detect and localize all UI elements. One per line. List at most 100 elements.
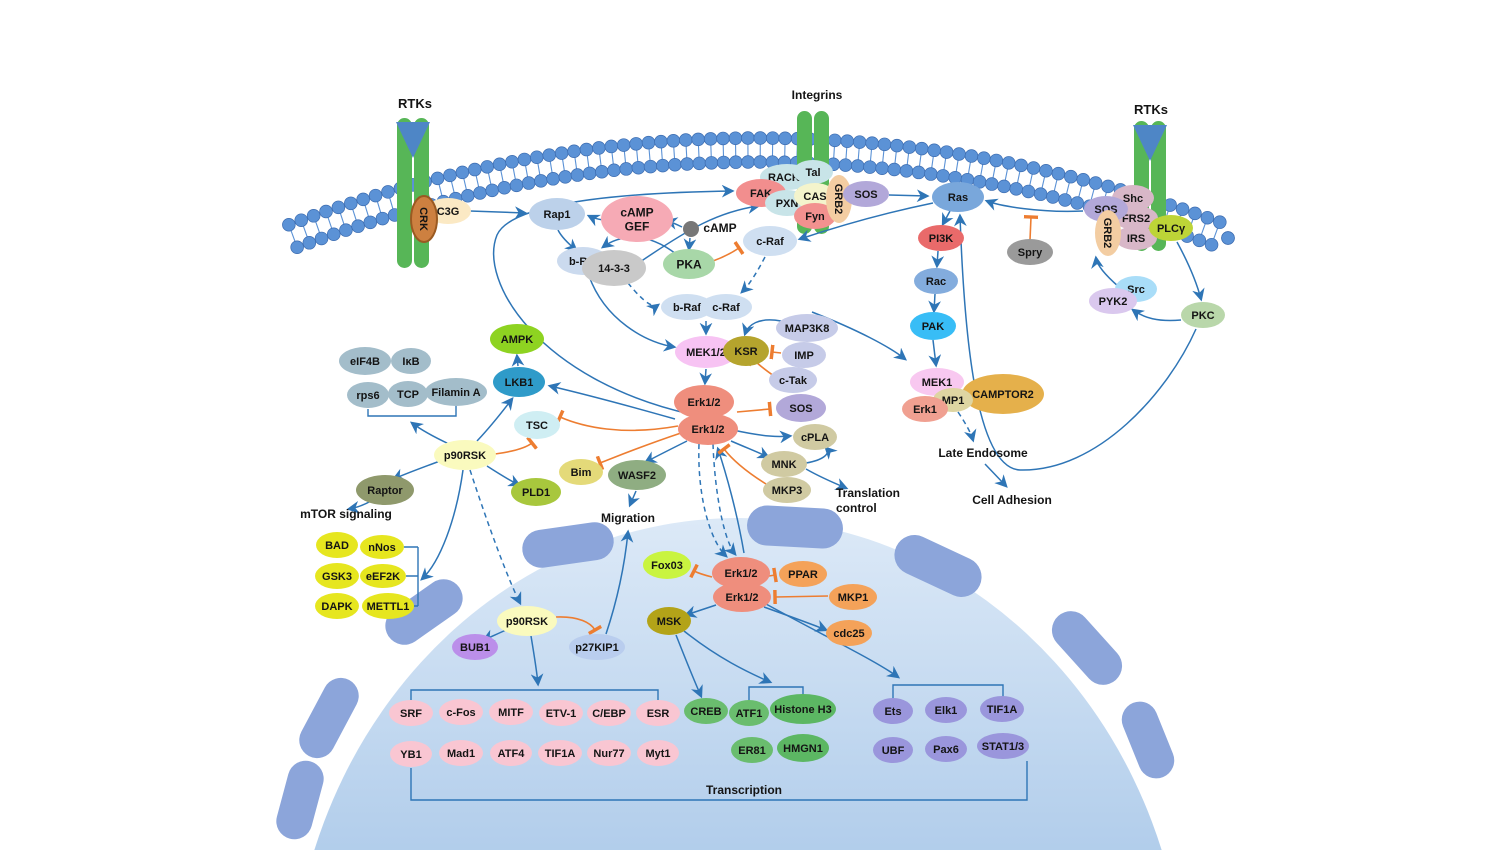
edge-11 (476, 396, 514, 442)
nucleus (276, 505, 1175, 850)
node-mek12: MEK1/2 (675, 336, 737, 368)
node-pax6: Pax6 (925, 736, 967, 762)
node-label-ksr: KSR (734, 346, 757, 358)
edge-59 (1023, 214, 1039, 241)
node-label-pax6: Pax6 (933, 744, 959, 756)
node-gsk3: GSK3 (315, 563, 359, 589)
node-erk12-nb: Erk1/2 (713, 582, 771, 612)
node-plcg: PLCγ (1149, 215, 1193, 241)
node-pld1: PLD1 (511, 478, 561, 506)
edge-72 (410, 761, 1028, 801)
edge-1 (586, 214, 604, 227)
node-label-cpla: cPLA (801, 432, 829, 444)
node-label-erk12-na: Erk1/2 (724, 568, 757, 580)
node-elk1: Elk1 (925, 697, 967, 723)
edge-9 (699, 368, 713, 386)
nuclear-pore-1 (747, 505, 843, 549)
edge-62 (768, 567, 778, 583)
node-label-ras: Ras (948, 192, 968, 204)
edge-58 (494, 436, 538, 455)
node-camptor2: CAMPTOR2 (962, 374, 1044, 414)
edge-53 (957, 411, 977, 443)
edge-18 (805, 468, 849, 490)
node-map3k8: MAP3K8 (776, 314, 838, 342)
node-label-frs2: FRS2 (1122, 213, 1150, 225)
text-mtor-signaling: mTOR signaling (300, 507, 392, 521)
node-esr: ESR (636, 700, 680, 726)
edge-40 (605, 529, 634, 635)
edge-29 (984, 463, 1008, 488)
node-label-c-fos: c-Fos (446, 707, 475, 719)
node-mitf: MITF (489, 699, 533, 725)
text-integrins: Integrins (792, 88, 843, 102)
text-cell-adhesion: Cell Adhesion (972, 493, 1052, 507)
node-ets: Ets (873, 698, 913, 724)
node-label-nur77: Nur77 (593, 748, 624, 760)
node-srf: SRF (389, 700, 433, 726)
node-label-mek1: MEK1 (922, 377, 953, 389)
node-label-pyk2: PYK2 (1099, 296, 1128, 308)
node-label-yb1: YB1 (400, 749, 421, 761)
edge-12 (511, 353, 525, 367)
node-mkp1: MKP1 (829, 584, 877, 610)
edge-13 (643, 440, 688, 464)
edge-20 (639, 201, 761, 263)
node-label-pld1: PLD1 (522, 487, 550, 499)
nuclear-pore-4 (299, 677, 359, 759)
node-mad1: Mad1 (439, 740, 483, 766)
edge-16 (730, 440, 771, 459)
node-ppar: PPAR (779, 561, 827, 587)
edge-5 (557, 229, 578, 252)
node-stat13: STAT1/3 (977, 733, 1029, 759)
node-label-lkb1: LKB1 (505, 377, 534, 389)
node-label-sos-i: SOS (854, 189, 877, 201)
edge-0 (469, 206, 528, 220)
node-label-pkc: PKC (1191, 310, 1214, 322)
node-label-c-raf-m: c-Raf (756, 236, 784, 248)
node-label-rap1: Rap1 (544, 209, 571, 221)
node-label-raptor: Raptor (367, 485, 403, 497)
node-label-tal: Tal (805, 167, 820, 179)
node-label-atf1: ATF1 (736, 708, 763, 720)
node-ksr: KSR (723, 336, 769, 366)
edge-25 (931, 250, 945, 269)
edge-15 (732, 429, 793, 444)
node-ikb: IκB (391, 348, 431, 374)
edge-24 (797, 202, 934, 242)
node-label-erk12-nb: Erk1/2 (725, 592, 758, 604)
node-label-b-raf-2: b-Raf (673, 302, 701, 314)
node-label-sos-mid: SOS (789, 403, 812, 415)
node-grb2-r: GRB2 (1095, 210, 1121, 256)
node-mnk: MNK (761, 451, 807, 477)
signal-edges (346, 184, 1205, 801)
node-er81: ER81 (731, 737, 773, 763)
edge-63 (773, 589, 829, 605)
node-rap1: Rap1 (529, 198, 585, 230)
node-label-dapk: DAPK (321, 601, 352, 613)
node-label-gsk3: GSK3 (322, 571, 352, 583)
edge-47 (486, 465, 522, 487)
edge-65 (769, 344, 782, 360)
node-label-irs: IRS (1127, 233, 1145, 245)
node-wasf2: WASF2 (608, 460, 666, 490)
node-label-filamin-a: Filamin A (431, 387, 480, 399)
node-label-bub1: BUB1 (460, 642, 490, 654)
node-dapk: DAPK (315, 593, 359, 619)
node-label-mp1: MP1 (942, 395, 965, 407)
node-label-tif1a-r: TIF1A (987, 704, 1018, 716)
nuclear-pore-2 (894, 535, 982, 597)
edge-64 (712, 241, 745, 262)
edge-60 (555, 616, 603, 636)
edge-14 (628, 490, 640, 508)
node-label-erk1: Erk1 (913, 404, 937, 416)
node-label-grb2-i: GRB2 (832, 184, 844, 215)
nuclear-pore-7 (276, 760, 324, 840)
nuclear-pore-0 (522, 522, 614, 568)
node-tal: Tal (793, 160, 833, 184)
edge-69 (410, 689, 659, 701)
node-label-er81: ER81 (738, 745, 766, 757)
